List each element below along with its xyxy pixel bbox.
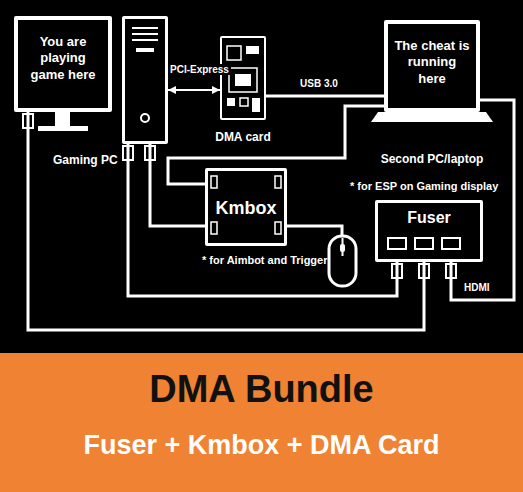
edge-label: PCI-Express <box>168 64 231 75</box>
title: DMA Bundle <box>0 368 523 411</box>
hdmi-port <box>415 238 433 249</box>
tower-slot <box>136 48 154 52</box>
cable <box>128 144 397 296</box>
cable <box>150 144 205 226</box>
drive-bay <box>132 27 158 29</box>
note-text: * for ESP on Gaming display <box>350 180 498 192</box>
component <box>227 98 235 106</box>
cable <box>28 112 424 330</box>
note-text: * for Aimbot and Trigger <box>202 254 328 266</box>
fpga-chip <box>229 68 257 92</box>
hdmi-port <box>388 238 406 249</box>
mouse-wheel <box>340 244 345 252</box>
cable <box>168 89 220 91</box>
orange-band <box>0 353 523 492</box>
device-label: DMA card <box>215 130 271 145</box>
mouse <box>329 236 356 286</box>
device-label: Gaming PC <box>53 153 118 168</box>
usb-port <box>252 98 260 112</box>
fpga-core <box>235 74 251 86</box>
cable <box>168 106 384 184</box>
kmbox-box: Kmbox <box>205 168 287 246</box>
laptop-screen: The cheat is running hereSecond PC/lapto… <box>384 20 480 112</box>
cable <box>266 95 384 98</box>
drive-bay <box>132 33 158 35</box>
hdmi-port <box>442 238 460 249</box>
node-text: Fuser <box>382 208 476 228</box>
monitor-neck <box>55 112 70 126</box>
usb-port <box>275 176 281 188</box>
mouse-cable <box>287 226 342 236</box>
device-label: Second PC/laptop <box>381 152 484 167</box>
component <box>240 98 248 106</box>
edge-label: USB 3.0 <box>298 78 340 89</box>
usb-port <box>211 176 217 188</box>
laptop-base <box>371 112 493 122</box>
monitor-screen: You are playing game here <box>14 16 112 112</box>
node-text: Kmbox <box>212 197 280 220</box>
caption: Fuser + Kmbox + DMA Card <box>0 430 523 461</box>
node-text: You are playing game here <box>24 34 102 83</box>
fuser-box: Fuser <box>375 200 483 262</box>
edge-label: HDMI <box>462 282 492 293</box>
chip <box>246 46 259 54</box>
usb-port <box>211 222 217 234</box>
node-text: The cheat is running here <box>394 38 470 87</box>
usb-port <box>275 222 281 234</box>
dma-card: DMA card <box>220 36 266 120</box>
monitor-base <box>38 126 88 131</box>
power-button <box>141 114 149 122</box>
drive-bay <box>132 39 158 41</box>
pc-tower: Gaming PC <box>122 16 168 144</box>
chip <box>227 46 241 60</box>
